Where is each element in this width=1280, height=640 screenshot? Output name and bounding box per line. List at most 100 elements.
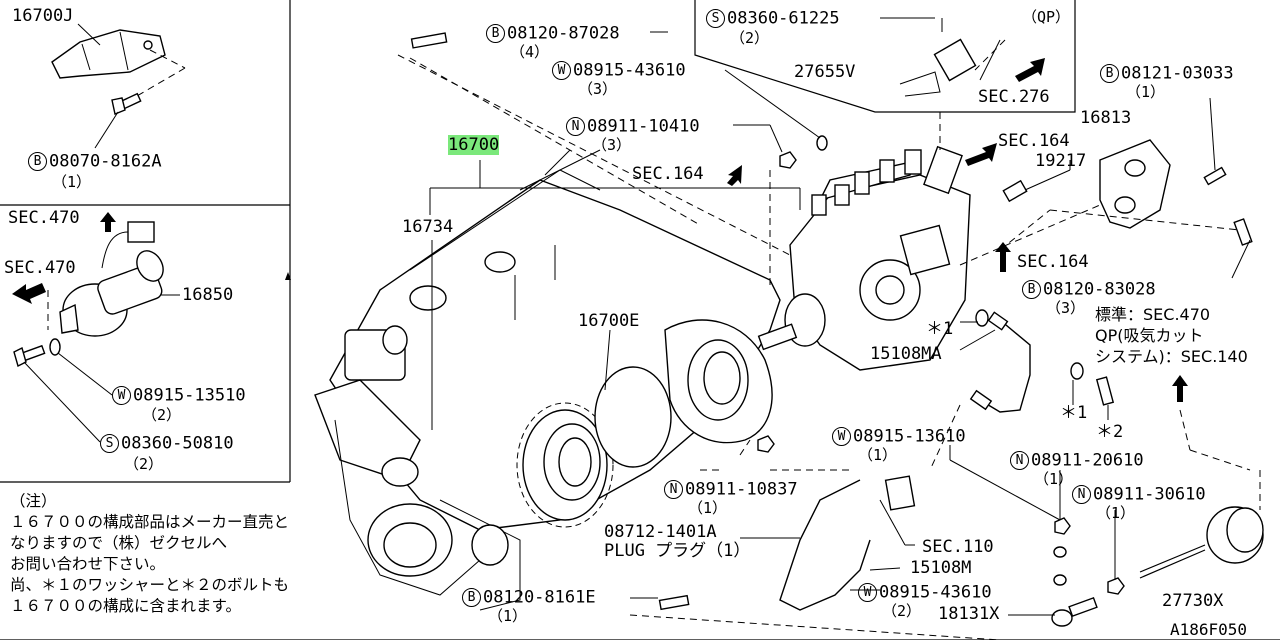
label-sec470-a: SEC.470 — [8, 208, 80, 228]
bolt-08070 — [94, 92, 142, 149]
note-line: １６７００の構成に含まれます。 — [10, 597, 241, 615]
qty-b08120-87028: （4） — [510, 43, 550, 61]
bolt-08120-87028 — [410, 32, 448, 49]
arrow-sec164-a-icon — [727, 165, 742, 186]
bolt-08120-83028 — [1231, 218, 1253, 279]
qty-w08915-13610: （1） — [858, 446, 898, 464]
bracket-16813 — [1099, 139, 1171, 229]
nut-08911-10837 — [757, 435, 775, 453]
circle-n-icon: N — [1072, 485, 1091, 504]
washer-08915-13510 — [49, 338, 113, 396]
qty-b08120-83028: （3） — [1046, 299, 1086, 317]
label-16700E: 16700E — [578, 311, 640, 331]
label-qp: （QP） — [1022, 8, 1071, 26]
solenoid-16850 — [47, 221, 180, 337]
qty-b08121-03033: （1） — [1126, 83, 1166, 101]
highlighted-part-number: 16700 — [448, 135, 500, 155]
circle-b-icon: B — [1022, 280, 1041, 299]
injection-pump — [757, 145, 971, 371]
circle-s-icon: S — [706, 9, 725, 28]
label-16850: 16850 — [182, 285, 234, 305]
qty-n08911-20610: （1） — [1034, 470, 1074, 488]
label-sec164-a: SEC.164 — [632, 164, 704, 184]
circle-s-icon: S — [100, 434, 119, 453]
label-16700: 16700 — [448, 135, 500, 155]
label-star1-b: ＊1 — [1060, 403, 1088, 423]
label-star2: ＊2 — [1096, 422, 1124, 442]
label-15108MA: 15108MA — [870, 344, 942, 364]
label-19217: 19217 — [1035, 151, 1087, 171]
circle-n-icon: N — [1010, 451, 1029, 470]
tee-fitting — [884, 475, 916, 511]
label-16734: 16734 — [402, 217, 454, 237]
note-line: 尚、＊１のワッシャーと＊２のボルトも — [10, 576, 290, 594]
gear-pulley — [516, 402, 614, 528]
nut-08911-10410 — [779, 151, 797, 169]
arrow-sec164-b-icon — [965, 143, 997, 166]
rod-end-18131X — [1051, 596, 1098, 627]
label-18131X: 18131X — [938, 604, 1000, 624]
circle-w-icon: W — [858, 583, 877, 602]
note-block: （注） １６７００の構成部品はメーカー直売と なりますので（株）ゼクセルへ お問… — [10, 491, 289, 617]
qty-w08915-13510: （2） — [142, 406, 182, 424]
arrow-up-icon — [100, 212, 116, 232]
qty-08070: （1） — [52, 173, 92, 191]
label-15108M: 15108M — [910, 558, 972, 578]
pump-flange — [664, 319, 773, 444]
tick-arrow-icon — [285, 272, 291, 280]
circle-b-icon: B — [486, 24, 505, 43]
note-line: なりますので（株）ゼクセルへ — [10, 534, 228, 552]
bolt-08121-03033 — [1203, 97, 1227, 186]
circle-b-icon: B — [462, 588, 481, 607]
bolt-08120-8161E — [658, 594, 690, 611]
qp-inset-frame — [694, 0, 1076, 113]
part-19217 — [1002, 179, 1028, 203]
fuel-line-15108M — [779, 479, 871, 611]
qty-w08915-43610-b: （2） — [882, 602, 922, 620]
note-line: お問い合わせ下さい。 — [10, 555, 166, 573]
label-sec164-b: SEC.164 — [998, 131, 1070, 151]
arrow-sec276-icon — [1015, 58, 1045, 82]
label-plug: PLUG プラグ（1） — [604, 541, 751, 561]
label-sec470-b: SEC.470 — [4, 258, 76, 278]
qty-n08911-10837: （1） — [688, 499, 728, 517]
arrow-left-icon — [12, 283, 46, 304]
qty-n08911-30610: （1） — [1096, 504, 1136, 522]
circle-n-icon: N — [566, 117, 585, 136]
bolt-08360-50810 — [13, 344, 101, 443]
figure-id: A186F050 — [1170, 620, 1248, 639]
nut-08911-30610 — [1107, 577, 1125, 595]
qty-n08911-10410: （3） — [592, 136, 632, 154]
qty-s08360-61225: （2） — [730, 29, 770, 47]
circle-w-icon: W — [112, 386, 131, 405]
qty-b08120-8161E: （1） — [488, 607, 528, 625]
label-sec164-c: SEC.164 — [1017, 252, 1089, 272]
note-line: １６７００の構成部品はメーカー直売と — [10, 513, 290, 531]
circle-w-icon: W — [832, 427, 851, 446]
gasket-16700E — [594, 366, 672, 468]
arrow-sec164-c-icon — [995, 242, 1011, 272]
note-line: （注） — [10, 492, 57, 510]
circle-n-icon: N — [664, 480, 683, 499]
label-27655V: 27655V — [794, 62, 856, 82]
label-sec276: SEC.276 — [978, 87, 1050, 107]
fuel-line-15108MA — [979, 319, 1031, 413]
label-16700J: 16700J — [12, 6, 74, 26]
circle-b-icon: B — [1100, 64, 1119, 83]
arrow-up-sec140-icon — [1172, 375, 1188, 402]
